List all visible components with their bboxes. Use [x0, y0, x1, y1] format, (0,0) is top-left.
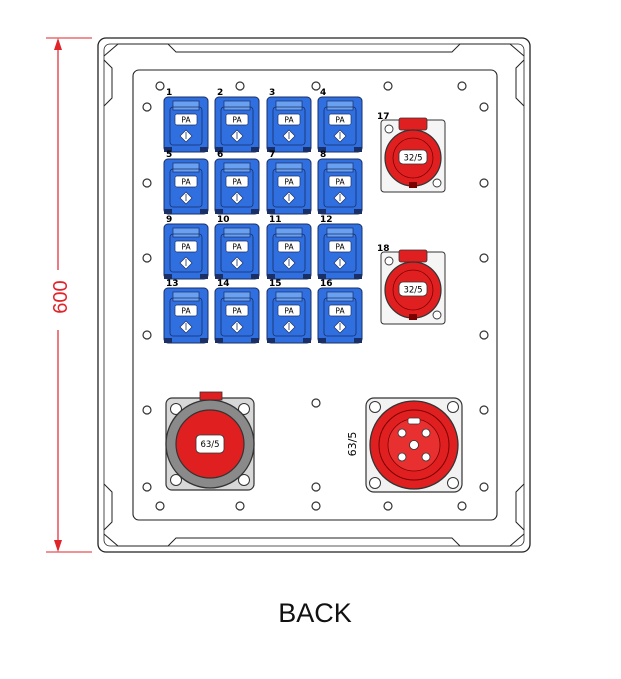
blue-socket: PA 1	[163, 88, 209, 153]
blue-socket: PA 8	[317, 150, 363, 215]
blue-socket: PA 12	[317, 215, 363, 280]
socket-type-label: PA	[181, 178, 191, 187]
socket-number-label: 11	[269, 215, 282, 225]
blue-socket: PA 3	[266, 88, 312, 153]
socket-number-label: 15	[269, 279, 282, 289]
socket-type-label: PA	[232, 243, 242, 252]
socket-type-label: PA	[284, 178, 294, 187]
socket-number-label: 9	[166, 215, 172, 225]
socket-type-label: PA	[181, 116, 191, 125]
socket-number-label: 14	[217, 279, 230, 289]
blue-socket: PA 9	[163, 215, 209, 280]
panel-screw	[479, 253, 489, 263]
red-socket: 32/5 17	[377, 112, 446, 193]
red-socket-group: 32/5 17 32/5 18	[377, 112, 446, 325]
socket-number-label: 7	[269, 150, 275, 160]
height-dimension: 600	[46, 37, 92, 553]
socket-rating-label: 32/5	[403, 154, 422, 164]
panel-screw	[142, 102, 152, 112]
socket-type-label: PA	[232, 178, 242, 187]
panel-screw	[142, 178, 152, 188]
socket-number-label: 2	[217, 88, 223, 98]
socket-number-label: 4	[320, 88, 326, 98]
blue-socket: PA 4	[317, 88, 363, 153]
socket-number-label: 6	[217, 150, 223, 160]
blue-socket-grid: PA1PA2PA3PA4PA5PA6PA7PA8PA9PA10PA11PA12P…	[163, 88, 363, 344]
blue-socket: PA 13	[163, 279, 209, 344]
socket-number-label: 18	[377, 244, 390, 254]
socket-number-label: 10	[217, 215, 230, 225]
panel-screw	[383, 81, 393, 91]
socket-type-label: PA	[232, 307, 242, 316]
socket-type-label: PA	[284, 116, 294, 125]
socket-number-label: 13	[166, 279, 179, 289]
panel-screw	[383, 501, 393, 511]
view-caption: BACK	[278, 598, 352, 628]
blue-socket: PA 14	[214, 279, 260, 344]
socket-type-label: PA	[335, 116, 345, 125]
socket-type-label: PA	[284, 307, 294, 316]
panel-screw	[155, 501, 165, 511]
blue-socket: PA 2	[214, 88, 260, 153]
blue-socket: PA 16	[317, 279, 363, 344]
socket-type-label: PA	[284, 243, 294, 252]
panel-screw	[479, 482, 489, 492]
panel-screws	[142, 81, 489, 511]
socket-type-label: PA	[335, 307, 345, 316]
blue-socket: PA 7	[266, 150, 312, 215]
socket-type-label: PA	[181, 243, 191, 252]
panel-screw	[311, 482, 321, 492]
socket-rating-label: 32/5	[403, 286, 422, 296]
socket-number-label: 5	[166, 150, 172, 160]
panel-screw	[142, 482, 152, 492]
socket-number-label: 1	[166, 88, 172, 98]
inlet-socket-63a: 63/5	[346, 397, 463, 493]
socket-number-label: 17	[377, 112, 390, 122]
enclosure	[97, 37, 531, 553]
panel-screw	[155, 81, 165, 91]
panel-screw	[311, 81, 321, 91]
panel-screw	[457, 81, 467, 91]
socket-number-label: 16	[320, 279, 333, 289]
socket-number-label: 3	[269, 88, 275, 98]
inlet-socket-pins	[397, 428, 431, 462]
panel-screw	[479, 330, 489, 340]
panel-screw	[311, 501, 321, 511]
red-socket: 32/5 18	[377, 244, 446, 325]
panel-screw	[142, 330, 152, 340]
socket-type-label: PA	[232, 116, 242, 125]
panel-screw	[479, 405, 489, 415]
socket-type-label: PA	[335, 243, 345, 252]
blue-socket: PA 6	[214, 150, 260, 215]
socket-number-label: 12	[320, 215, 333, 225]
inlet-plug-63a: 63/5	[165, 391, 255, 491]
blue-socket: PA 15	[266, 279, 312, 344]
inlet-plug-rating: 63/5	[200, 440, 219, 450]
panel-screw	[479, 102, 489, 112]
panel-screw	[479, 178, 489, 188]
panel-screw	[311, 398, 321, 408]
blue-socket: PA 10	[214, 215, 260, 280]
inlet-socket-rating: 63/5	[346, 432, 359, 457]
socket-number-label: 8	[320, 150, 326, 160]
socket-type-label: PA	[181, 307, 191, 316]
panel-screw	[235, 81, 245, 91]
panel-screw	[142, 253, 152, 263]
panel-screw	[142, 405, 152, 415]
height-dimension-label: 600	[50, 280, 72, 313]
panel-screw	[235, 501, 245, 511]
socket-type-label: PA	[335, 178, 345, 187]
blue-socket: PA 5	[163, 150, 209, 215]
panel-screw	[457, 501, 467, 511]
blue-socket: PA 11	[266, 215, 312, 280]
